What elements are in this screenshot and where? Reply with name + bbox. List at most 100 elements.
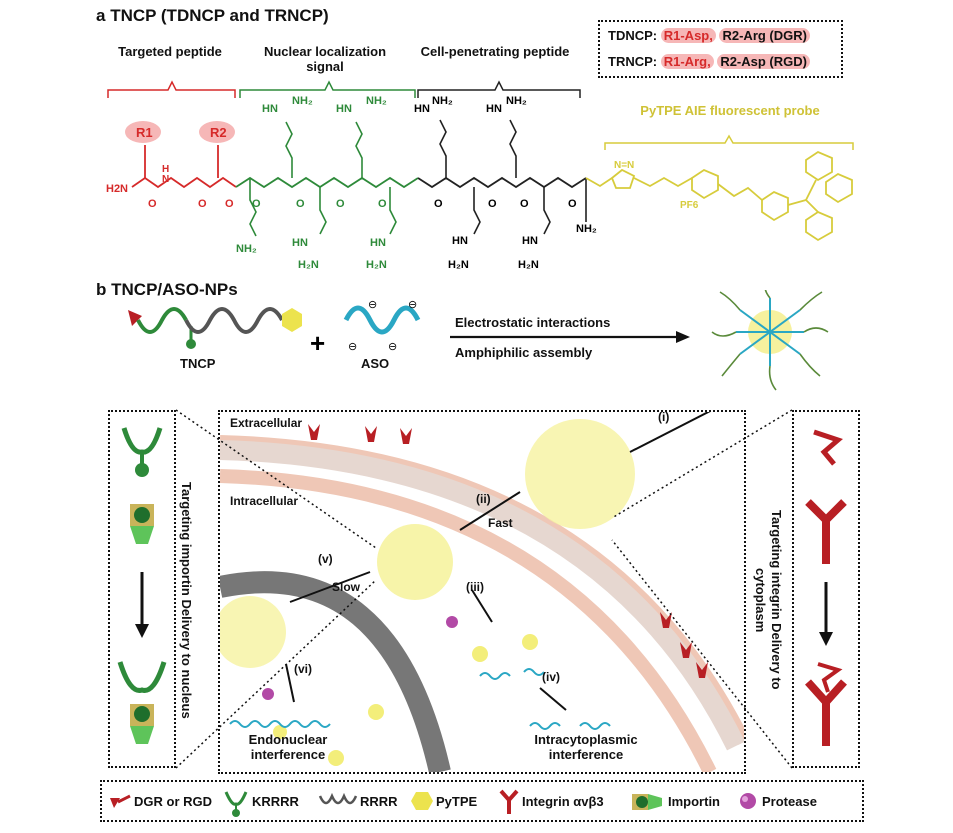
pytpe-bracket [604, 134, 854, 150]
intracellular-label: Intracellular [230, 494, 299, 508]
svg-text:O: O [488, 198, 497, 210]
step-iii: (iii) [466, 580, 484, 594]
svg-text:⊖: ⊖ [368, 299, 377, 311]
pytpe-label: PyTPE AIE fluorescent probe [640, 103, 820, 118]
bottom-legend: DGR or RGD KRRRR RRRR PyTPE Integrin αvβ… [100, 780, 864, 822]
legend-rrrr: RRRR [360, 794, 398, 809]
endonuclear-label: Endonuclear interference [248, 732, 328, 762]
cell-graphic [220, 412, 744, 772]
svg-text:N: N [162, 174, 169, 185]
svg-text:HN: HN [414, 103, 430, 115]
cpp-label: Cell-penetrating peptide [420, 44, 570, 59]
targeted-peptide-label: Targeted peptide [118, 44, 222, 59]
legend-protease: Protease [762, 794, 817, 809]
peptide-structure: R1 R2 H2N O O O H N NH₂ HN NH₂ HN H₂N HN… [106, 80, 854, 271]
legend-integrin: Integrin αvβ3 [522, 794, 604, 809]
svg-text:NH₂: NH₂ [576, 223, 597, 235]
svg-text:O: O [252, 198, 261, 210]
svg-text:H₂N: H₂N [448, 259, 469, 271]
legend-pytpe: PyTPE [436, 794, 478, 809]
svg-text:O: O [296, 198, 305, 210]
rrrr-icon [318, 792, 358, 805]
r1-text: R1 [136, 125, 153, 140]
integrin-side-graphic [805, 429, 847, 746]
step-vi: (vi) [294, 662, 312, 676]
h2n-text: H2N [106, 183, 128, 195]
svg-text:NH₂: NH₂ [292, 95, 313, 107]
trncp-line: TRNCP: R1-Arg, R2-Asp (RGD) [608, 54, 810, 69]
tdncp-line: TDNCP: R1-Asp, R2-Arg (DGR) [608, 28, 810, 43]
svg-text:HN: HN [336, 103, 352, 115]
trncp-prefix: TRNCP: [608, 54, 658, 69]
svg-text:⊖: ⊖ [348, 341, 357, 353]
trncp-r1: R1-Arg, [660, 54, 714, 69]
svg-text:NH₂: NH₂ [432, 95, 453, 107]
extracellular-label: Extracellular [230, 416, 303, 430]
cpp-bracket [417, 80, 581, 98]
svg-text:⊖: ⊖ [388, 341, 397, 353]
trncp-r2: R2-Asp (RGD) [717, 54, 810, 69]
r2-highlight [199, 121, 235, 143]
svg-text:H: H [162, 164, 169, 175]
svg-text:⊖: ⊖ [408, 299, 417, 311]
svg-text:HN: HN [486, 103, 502, 115]
krrrr-icon [224, 791, 248, 817]
nls-bracket [239, 80, 416, 98]
svg-text:HN: HN [262, 103, 278, 115]
integrin-side-panel [792, 410, 860, 768]
legend-krrrr: KRRRR [252, 794, 299, 809]
step-v: (v) [318, 552, 333, 566]
targeted-bracket [107, 80, 236, 98]
nanoparticle-icon [711, 290, 829, 391]
svg-text:HN: HN [452, 235, 468, 247]
svg-text:NH₂: NH₂ [236, 243, 257, 255]
svg-text:O: O [568, 198, 577, 210]
svg-text:O: O [434, 198, 443, 210]
red-backbone [131, 176, 237, 189]
dgr-icon [110, 794, 131, 808]
pytpe-icon [411, 792, 433, 810]
svg-text:H₂N: H₂N [298, 259, 319, 271]
tdncp-prefix: TDNCP: [608, 28, 658, 43]
svg-text:O: O [198, 198, 207, 210]
plus-sign: + [310, 328, 325, 358]
panel-a-title: a TNCP (TDNCP and TRNCP) [96, 6, 329, 26]
pf6-text: PF6 [680, 200, 699, 211]
svg-text:H₂N: H₂N [366, 259, 387, 271]
panel-a-heading: TNCP (TDNCP and TRNCP) [110, 6, 329, 25]
step-ii: (ii) [476, 492, 491, 506]
nls-label: Nuclear localization signal [263, 44, 387, 74]
svg-text:O: O [378, 198, 387, 210]
left-side-text: Targeting importin Delivery to nucleus [179, 481, 194, 719]
svg-text:HN: HN [292, 237, 308, 249]
r2-text: R2 [210, 125, 227, 140]
panel-a-letter: a [96, 6, 106, 25]
fast-label: Fast [488, 516, 513, 530]
variant-legend-box: TDNCP: R1-Asp, R2-Arg (DGR) TRNCP: R1-Ar… [598, 20, 843, 78]
panel-b-title: b TNCP/ASO-NPs [96, 280, 238, 300]
importin-icon [632, 794, 662, 810]
green-backbone [235, 176, 419, 189]
tncp-dgr-head [128, 310, 142, 326]
aso-strand [343, 305, 421, 335]
importin-side-panel [108, 410, 176, 768]
step-i: (i) [658, 410, 670, 424]
aso-label: ASO [361, 356, 390, 371]
svg-text:NH₂: NH₂ [506, 95, 527, 107]
panel-b-heading: TNCP/ASO-NPs [111, 280, 238, 299]
integrin-icon [499, 789, 519, 814]
cell-panel: Extracellular Intracellular (i) (ii) Fas… [218, 410, 746, 774]
svg-text:O: O [148, 198, 157, 210]
legend-dgr: DGR or RGD [134, 794, 212, 809]
electrostatic-label: Electrostatic interactions [455, 315, 611, 330]
slow-label: Slow [332, 580, 361, 594]
svg-text:O: O [336, 198, 345, 210]
intracytoplasmic-label: Intracytoplasmic interference [534, 732, 638, 762]
tncp-pytpe [282, 308, 302, 332]
svg-text:HN: HN [522, 235, 538, 247]
legend-importin: Importin [668, 794, 720, 809]
svg-text:O: O [225, 198, 234, 210]
tncp-label: TNCP [180, 356, 216, 371]
svg-text:H₂N: H₂N [518, 259, 539, 271]
